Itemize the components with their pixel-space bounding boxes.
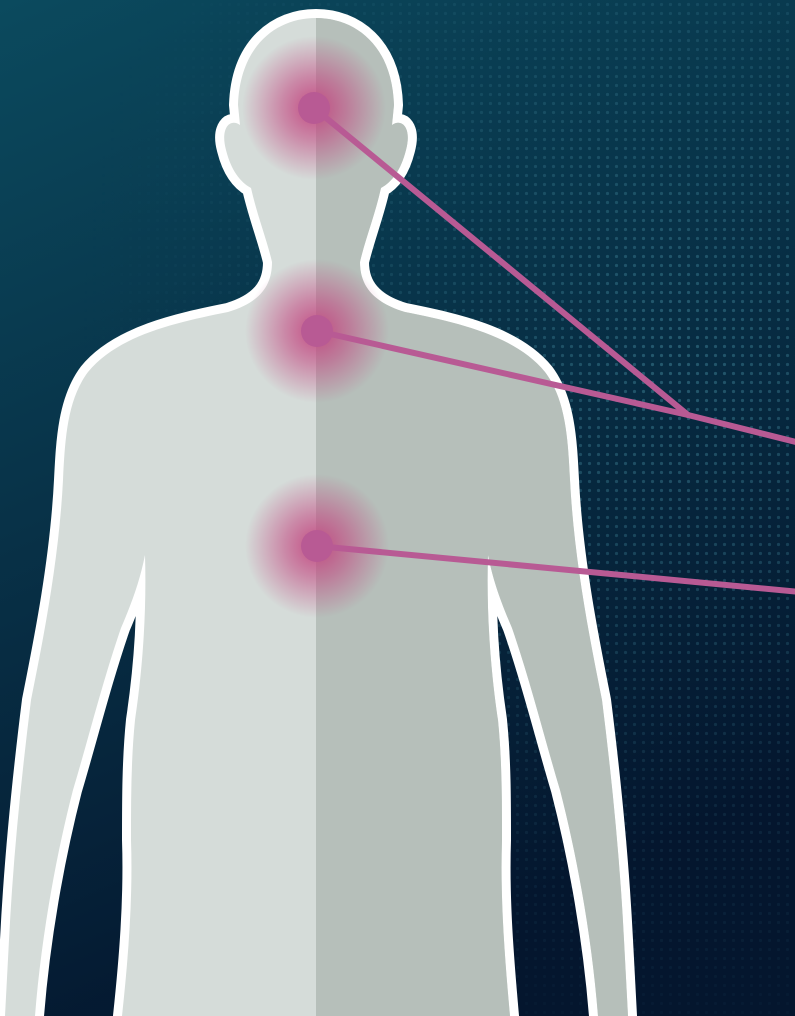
neck-marker-dot [301, 315, 333, 347]
chest-marker-dot [301, 530, 333, 562]
head-marker-dot [298, 92, 330, 124]
